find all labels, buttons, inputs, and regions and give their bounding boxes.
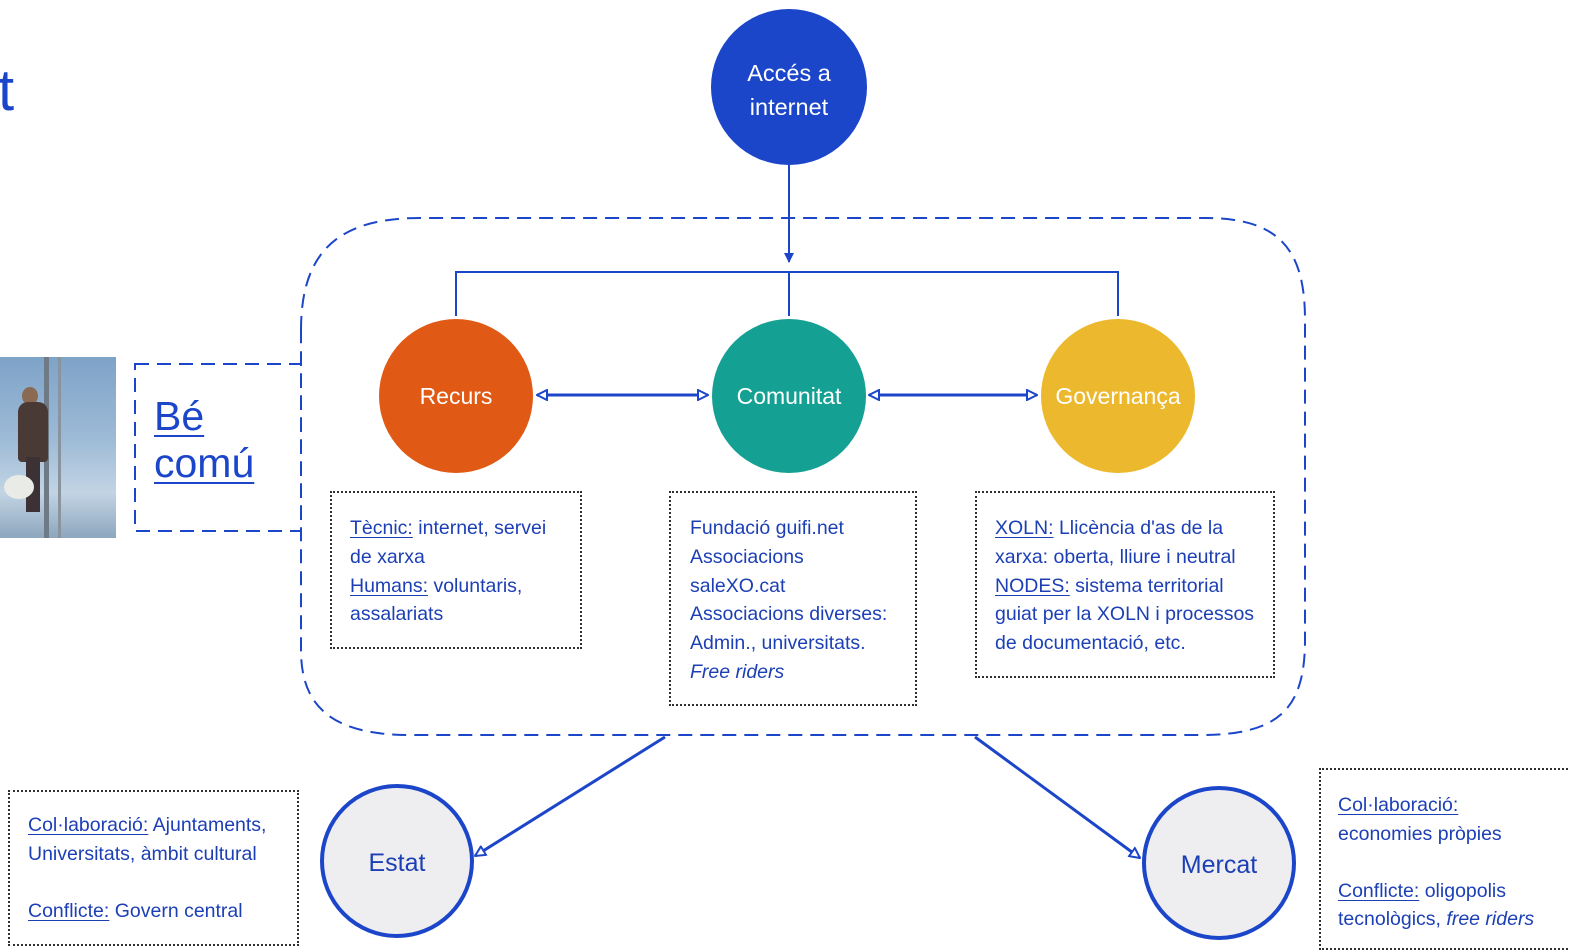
recurs-tecnic-cont: de xarxa	[350, 545, 425, 568]
recurs-info-box: Tècnic: internet, servei de xarxa Humans…	[330, 491, 582, 649]
estat-conflict-label[interactable]: Conflicte:	[28, 899, 110, 922]
recurs-tecnic-label[interactable]: Tècnic:	[350, 517, 413, 539]
antenna-climber-photo	[0, 357, 116, 538]
recurs-humans-line: Humans: voluntaris,	[350, 572, 580, 601]
photo-antenna-dish	[4, 475, 34, 499]
governanca-xoln-line: XOLN: Llicència d'as de la	[995, 514, 1273, 543]
be-comu-line-1: Bé	[154, 393, 205, 439]
comunitat-line-1: Fundació guifi.net	[690, 517, 844, 539]
governanca-nodes-label[interactable]: NODES:	[995, 574, 1070, 597]
comunitat-line-4: Associacions diverses:	[690, 603, 888, 626]
comunitat-free-riders: Free riders	[690, 660, 785, 683]
mercat-conflict-cont-line: tecnològics, free riders	[1338, 905, 1569, 934]
mercat-conflict-text: oligopolis	[1419, 879, 1507, 902]
governanca-xoln-label[interactable]: XOLN:	[995, 517, 1054, 539]
estat-gap	[28, 869, 297, 897]
be-comu-frame	[134, 363, 302, 532]
arrow-to-mercat	[974, 735, 1140, 858]
node-governanca	[1041, 319, 1195, 473]
be-comu-line-2: comú	[154, 439, 255, 486]
mercat-colab-label-line: Col·laboració:	[1338, 791, 1569, 820]
estat-colab-line: Col·laboració: Ajuntaments,	[28, 811, 297, 840]
recurs-tecnic-text: internet, servei	[412, 517, 547, 539]
acces-line-2: internet	[749, 94, 829, 120]
node-comunitat-label: Comunitat	[736, 383, 842, 409]
governanca-nodes-cont-2: de documentació, etc.	[995, 632, 1186, 655]
be-comu-label[interactable]: Bé comú	[154, 393, 274, 486]
comunitat-line-2: Associacions	[690, 545, 804, 568]
node-mercat	[1142, 786, 1296, 940]
comunitat-line-5: Admin., universitats.	[690, 632, 866, 655]
recurs-tecnic-line: Tècnic: internet, servei	[350, 514, 580, 543]
node-comunitat	[712, 319, 866, 473]
governanca-xoln-text: Llicència d'as de la	[1053, 517, 1224, 539]
estat-info-box: Col·laboració: Ajuntaments, Universitats…	[8, 790, 299, 946]
slide-title-fragment: t	[0, 58, 15, 123]
mercat-conflict-cont: tecnològics,	[1338, 908, 1447, 931]
node-recurs	[379, 319, 533, 473]
estat-colab-label[interactable]: Col·laboració:	[28, 814, 149, 836]
node-recurs-label: Recurs	[419, 383, 493, 409]
node-acces-internet	[711, 9, 867, 165]
recurs-humans-text: voluntaris,	[428, 574, 523, 597]
acces-line-1: Accés a	[747, 60, 831, 86]
commons-frame	[300, 217, 1306, 736]
node-governanca-label: Governança	[1055, 383, 1181, 409]
governanca-xoln-cont: xarxa: oberta, lliure i neutral	[995, 545, 1236, 568]
estat-conflict-line: Conflicte: Govern central	[28, 897, 297, 926]
mercat-gap	[1338, 849, 1569, 877]
mercat-conflict-label[interactable]: Conflicte:	[1338, 879, 1420, 902]
photo-person-head	[22, 387, 38, 405]
bracket-line	[455, 271, 1119, 316]
recurs-humans-cont: assalariats	[350, 603, 444, 626]
mercat-conflict-line: Conflicte: oligopolis	[1338, 877, 1569, 906]
governanca-nodes-cont-1: guiat per la XOLN i processos	[995, 603, 1255, 626]
governanca-info-box: XOLN: Llicència d'as de la xarxa: oberta…	[975, 491, 1275, 678]
comunitat-info-box: Fundació guifi.net Associacions saleXO.c…	[669, 491, 917, 706]
photo-mast-secondary	[58, 357, 61, 538]
mercat-conflict-italic: free riders	[1446, 908, 1535, 931]
node-mercat-label: Mercat	[1180, 851, 1258, 879]
node-estat-label: Estat	[368, 849, 426, 877]
mercat-colab-label[interactable]: Col·laboració:	[1338, 794, 1459, 816]
comunitat-line-3: saleXO.cat	[690, 574, 786, 597]
mercat-colab-cont: economies pròpies	[1338, 822, 1502, 845]
governanca-nodes-text: sistema territorial	[1069, 574, 1224, 597]
estat-conflict-text: Govern central	[109, 899, 243, 922]
recurs-humans-label[interactable]: Humans:	[350, 574, 429, 597]
node-estat	[320, 784, 474, 938]
node-acces-internet-label: Accés a internet	[711, 56, 867, 124]
estat-colab-text: Ajuntaments,	[148, 814, 267, 836]
governanca-nodes-line: NODES: sistema territorial	[995, 572, 1273, 601]
arrow-to-estat	[475, 735, 666, 858]
estat-colab-cont: Universitats, àmbit cultural	[28, 842, 257, 865]
mercat-info-box: Col·laboració: economies pròpies Conflic…	[1319, 768, 1569, 950]
photo-person-body	[18, 402, 48, 462]
